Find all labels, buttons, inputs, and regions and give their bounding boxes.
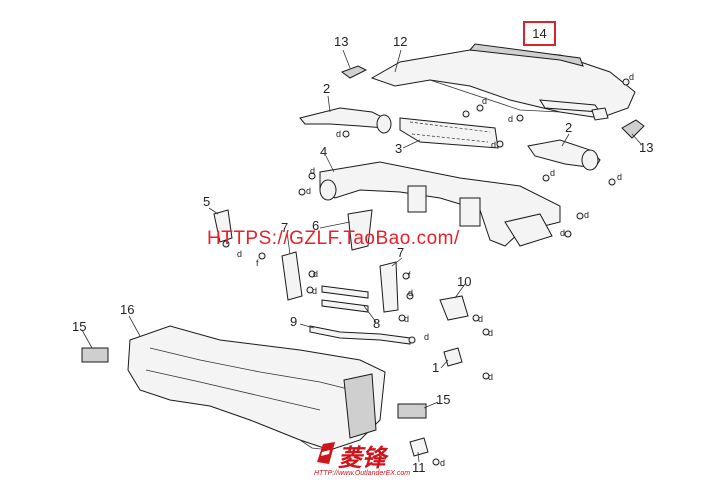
fastener-label: d xyxy=(491,140,496,150)
fastener-label: d xyxy=(488,372,493,382)
logo-text: 菱锋 xyxy=(338,445,386,472)
fastener-label: d xyxy=(336,129,341,139)
fastener-label: d xyxy=(404,314,409,324)
callout-7-left: 7 xyxy=(281,220,288,235)
part-2-duct-left xyxy=(299,107,392,134)
part-15-vent-right xyxy=(397,403,427,419)
fastener-label: d xyxy=(550,168,555,178)
logo-mark-icon xyxy=(317,442,335,464)
part-7-bracket-left xyxy=(281,251,303,301)
callout-2-left: 2 xyxy=(323,81,330,96)
callout-5: 5 xyxy=(203,194,210,209)
callout-4: 4 xyxy=(320,144,327,159)
callout-3: 3 xyxy=(395,141,402,156)
part-4-main-duct xyxy=(319,161,561,247)
part-8-rail xyxy=(321,285,369,313)
fastener-label: d xyxy=(488,328,493,338)
callout-10: 10 xyxy=(457,274,471,289)
callout-7-right: 7 xyxy=(397,245,404,260)
fastener-label: d xyxy=(306,186,311,196)
fastener-label: d xyxy=(584,210,589,220)
callout-11: 11 xyxy=(412,460,426,475)
callout-12: 12 xyxy=(393,34,407,49)
fasteners xyxy=(222,78,630,466)
part-13-clip-left xyxy=(340,65,368,79)
part-2-duct-right xyxy=(527,139,601,171)
callout-13-right: 13 xyxy=(639,140,653,155)
fastener-label-f: f xyxy=(256,258,259,268)
logo-url: HTTP://www.OutlanderEX.com xyxy=(314,470,411,477)
part-3-center-bracket xyxy=(399,117,499,149)
fastener-label-f: f xyxy=(408,270,411,280)
fastener-label: d xyxy=(508,114,513,124)
part-1-clip xyxy=(443,347,463,367)
callout-15-right: 15 xyxy=(436,392,450,407)
fastener-label: d xyxy=(424,332,429,342)
fastener-label: d xyxy=(617,172,622,182)
leader-lines xyxy=(81,49,642,463)
fastener-label: d xyxy=(560,228,565,238)
highlighted-callout-14: 14 xyxy=(523,21,556,46)
part-5-bracket xyxy=(213,209,233,243)
fastener-label: d xyxy=(440,458,445,468)
watermark-text: HTTPS://GZLF.TaoBao.com/ xyxy=(207,228,460,249)
part-12-upper-panel xyxy=(370,43,636,121)
part-9-strap xyxy=(309,325,411,345)
callout-numbers: 13 12 2 2 13 3 4 5 6 7 7 8 9 10 1 15 11 … xyxy=(72,34,653,475)
callout-13-left: 13 xyxy=(334,34,348,49)
fastener-label: d xyxy=(312,286,317,296)
callout-1: 1 xyxy=(432,360,439,375)
callout-8: 8 xyxy=(373,316,380,331)
part-10-bracket xyxy=(439,295,469,321)
callout-2-right: 2 xyxy=(565,120,572,135)
part-13-clip-right xyxy=(621,119,645,139)
fastener-label: d xyxy=(313,269,318,279)
fastener-label: d xyxy=(482,96,487,106)
part-16-dash-frame xyxy=(127,325,386,451)
fastener-label: d xyxy=(310,166,315,176)
callout-16: 16 xyxy=(120,302,134,317)
callout-9: 9 xyxy=(290,314,297,329)
fastener-label: d xyxy=(408,288,413,298)
fastener-labels: d d d d d d d d d d d d d d d d d d d d … xyxy=(237,72,634,468)
part-15-vent-left xyxy=(81,347,109,363)
part-11-clip xyxy=(409,437,429,457)
fastener-label: d xyxy=(629,72,634,82)
fastener-label: d xyxy=(237,249,242,259)
part-6-bracket xyxy=(347,209,373,251)
part-7-bracket-right xyxy=(379,261,399,313)
fastener-label: d xyxy=(478,314,483,324)
callout-15-left: 15 xyxy=(72,319,86,334)
callout-6: 6 xyxy=(312,218,319,233)
